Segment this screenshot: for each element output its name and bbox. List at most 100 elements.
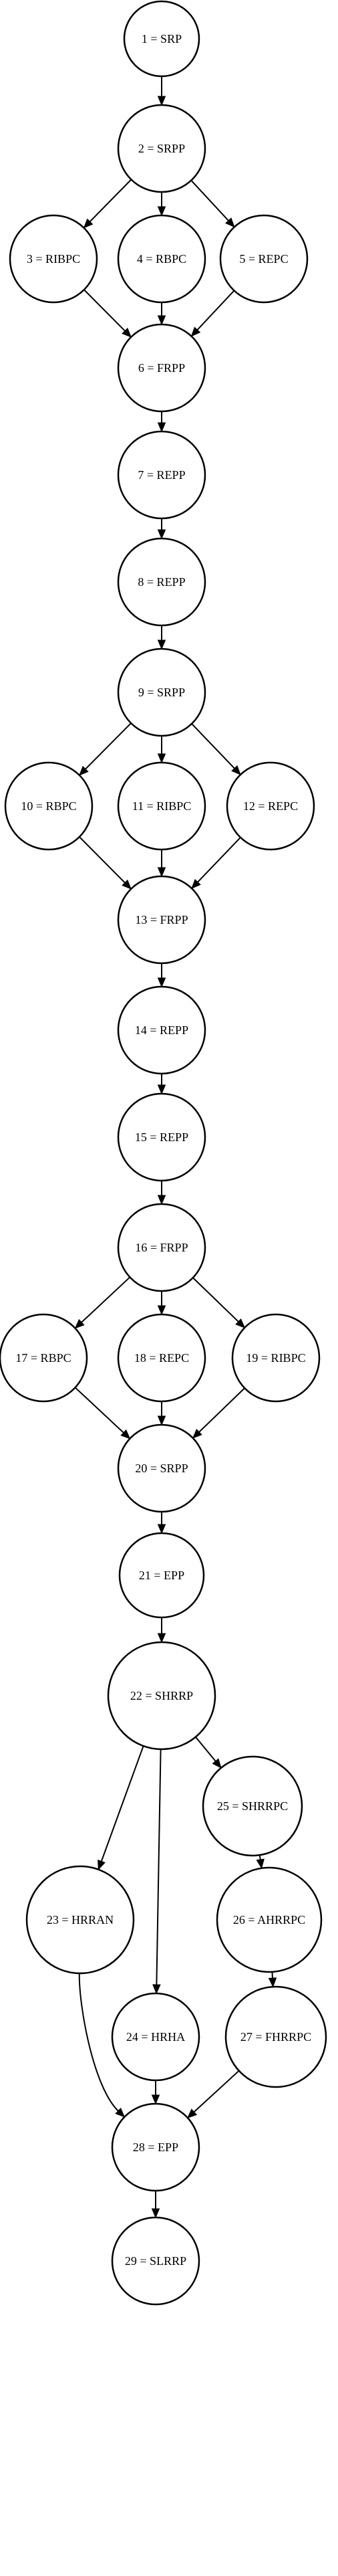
node-28: 28 = EPP bbox=[111, 2102, 200, 2192]
arrowhead-icon bbox=[157, 315, 166, 326]
node-label: 5 = REPC bbox=[239, 252, 288, 266]
node-circle bbox=[117, 875, 206, 965]
node-22: 22 = SHRRP bbox=[107, 1641, 216, 1751]
node-circle bbox=[226, 761, 315, 851]
edges-layer bbox=[74, 76, 277, 2219]
arrowhead-icon bbox=[98, 1860, 106, 1871]
edge-26-to-27 bbox=[268, 1971, 277, 1988]
arrowhead-icon bbox=[157, 1415, 166, 1426]
node-label: 7 = REPP bbox=[138, 468, 185, 482]
node-label: 2 = SRPP bbox=[138, 142, 185, 155]
edge-line bbox=[74, 1387, 124, 1433]
node-6: 6 = FRPP bbox=[117, 323, 206, 413]
edge-line bbox=[198, 1387, 245, 1433]
node-circle bbox=[111, 2216, 200, 2306]
edge-16-to-19 bbox=[192, 1277, 246, 1328]
edge-line bbox=[79, 836, 126, 884]
edge-line bbox=[191, 723, 235, 769]
edge-28-to-29 bbox=[151, 2191, 160, 2219]
node-circle bbox=[202, 1755, 303, 1857]
arrowhead-icon bbox=[74, 1318, 85, 1329]
edge-16-to-18 bbox=[157, 1291, 166, 1316]
arrowhead-icon bbox=[157, 1633, 166, 1644]
arrowhead-icon bbox=[235, 1318, 246, 1328]
edge-7-to-8 bbox=[157, 518, 166, 540]
node-label: 14 = REPP bbox=[135, 1023, 188, 1037]
node-label: 10 = RBPC bbox=[21, 799, 76, 813]
node-23: 23 = HRRAN bbox=[25, 1865, 135, 1975]
node-circle bbox=[117, 1203, 206, 1292]
edge-4-to-6 bbox=[157, 302, 166, 326]
node-label: 9 = SRPP bbox=[138, 686, 185, 699]
node-circle bbox=[107, 1641, 216, 1751]
node-label: 22 = SHRRP bbox=[130, 1689, 193, 1702]
node-label: 13 = FRPP bbox=[135, 913, 188, 926]
arrowhead-icon bbox=[190, 326, 201, 337]
node-circle bbox=[231, 1313, 321, 1403]
arrowhead-icon bbox=[192, 1428, 202, 1439]
edge-line bbox=[196, 290, 235, 330]
edge-13-to-14 bbox=[157, 963, 166, 988]
node-label: 11 = RIBPC bbox=[132, 799, 192, 813]
edge-line bbox=[78, 1973, 119, 2112]
node-2: 2 = SRPP bbox=[117, 104, 206, 193]
node-circle bbox=[117, 985, 206, 1075]
node-11: 11 = RIBPC bbox=[117, 761, 206, 851]
edge-14-to-15 bbox=[157, 1074, 166, 1095]
node-circle bbox=[25, 1865, 135, 1975]
node-label: 20 = SRPP bbox=[135, 1462, 188, 1475]
node-label: 27 = FHRRPC bbox=[240, 2030, 311, 2044]
arrowhead-icon bbox=[151, 2094, 160, 2105]
arrowhead-icon bbox=[212, 1758, 222, 1769]
node-9: 9 = SRPP bbox=[117, 648, 206, 737]
edge-16-to-17 bbox=[74, 1276, 131, 1329]
node-label: 23 = HRRAN bbox=[47, 1913, 114, 1926]
edge-line bbox=[190, 179, 229, 221]
edge-line bbox=[89, 179, 132, 223]
edge-18-to-20 bbox=[157, 1401, 166, 1426]
edge-line bbox=[192, 1277, 239, 1322]
edge-line bbox=[193, 2070, 240, 2113]
node-circle bbox=[123, 0, 200, 78]
arrowhead-icon bbox=[78, 765, 89, 776]
node-circle bbox=[4, 761, 94, 851]
edge-9-to-10 bbox=[78, 722, 132, 776]
edge-5-to-6 bbox=[190, 290, 235, 337]
edge-3-to-6 bbox=[83, 289, 132, 338]
node-label: 1 = SRP bbox=[142, 32, 182, 45]
node-label: 19 = RIBPC bbox=[246, 1351, 305, 1365]
edge-line bbox=[81, 1276, 131, 1323]
edge-24-to-28 bbox=[151, 2080, 160, 2105]
edge-22-to-25 bbox=[195, 1737, 222, 1769]
arrowhead-icon bbox=[157, 977, 166, 988]
node-label: 6 = FRPP bbox=[138, 361, 185, 375]
arrowhead-icon bbox=[157, 1524, 166, 1534]
node-label: 12 = REPC bbox=[243, 799, 298, 813]
node-circle bbox=[117, 537, 206, 627]
arrowhead-icon bbox=[186, 2108, 198, 2118]
node-circle bbox=[111, 2102, 200, 2192]
node-4: 4 = RBPC bbox=[117, 214, 206, 304]
arrowhead-icon bbox=[157, 96, 166, 106]
edge-22-to-23 bbox=[98, 1745, 144, 1871]
arrowhead-icon bbox=[157, 206, 166, 217]
node-circle bbox=[117, 104, 206, 193]
node-circle bbox=[117, 1313, 206, 1403]
node-label: 8 = REPP bbox=[138, 575, 185, 589]
node-circle bbox=[0, 1313, 88, 1403]
node-10: 10 = RBPC bbox=[4, 761, 94, 851]
node-circle bbox=[224, 1985, 327, 2088]
edge-8-to-9 bbox=[157, 625, 166, 650]
node-circle bbox=[117, 1092, 206, 1182]
node-circle bbox=[117, 323, 206, 413]
arrowhead-icon bbox=[120, 1429, 131, 1440]
edge-23-to-28 bbox=[78, 1973, 126, 2118]
node-12: 12 = REPC bbox=[226, 761, 315, 851]
arrowhead-icon bbox=[268, 1977, 277, 1988]
edge-25-to-26 bbox=[256, 1855, 265, 1870]
arrowhead-icon bbox=[115, 2107, 126, 2118]
node-label: 4 = RBPC bbox=[137, 252, 186, 266]
edge-9-to-12 bbox=[191, 723, 241, 776]
edge-21-to-22 bbox=[157, 1617, 166, 1644]
